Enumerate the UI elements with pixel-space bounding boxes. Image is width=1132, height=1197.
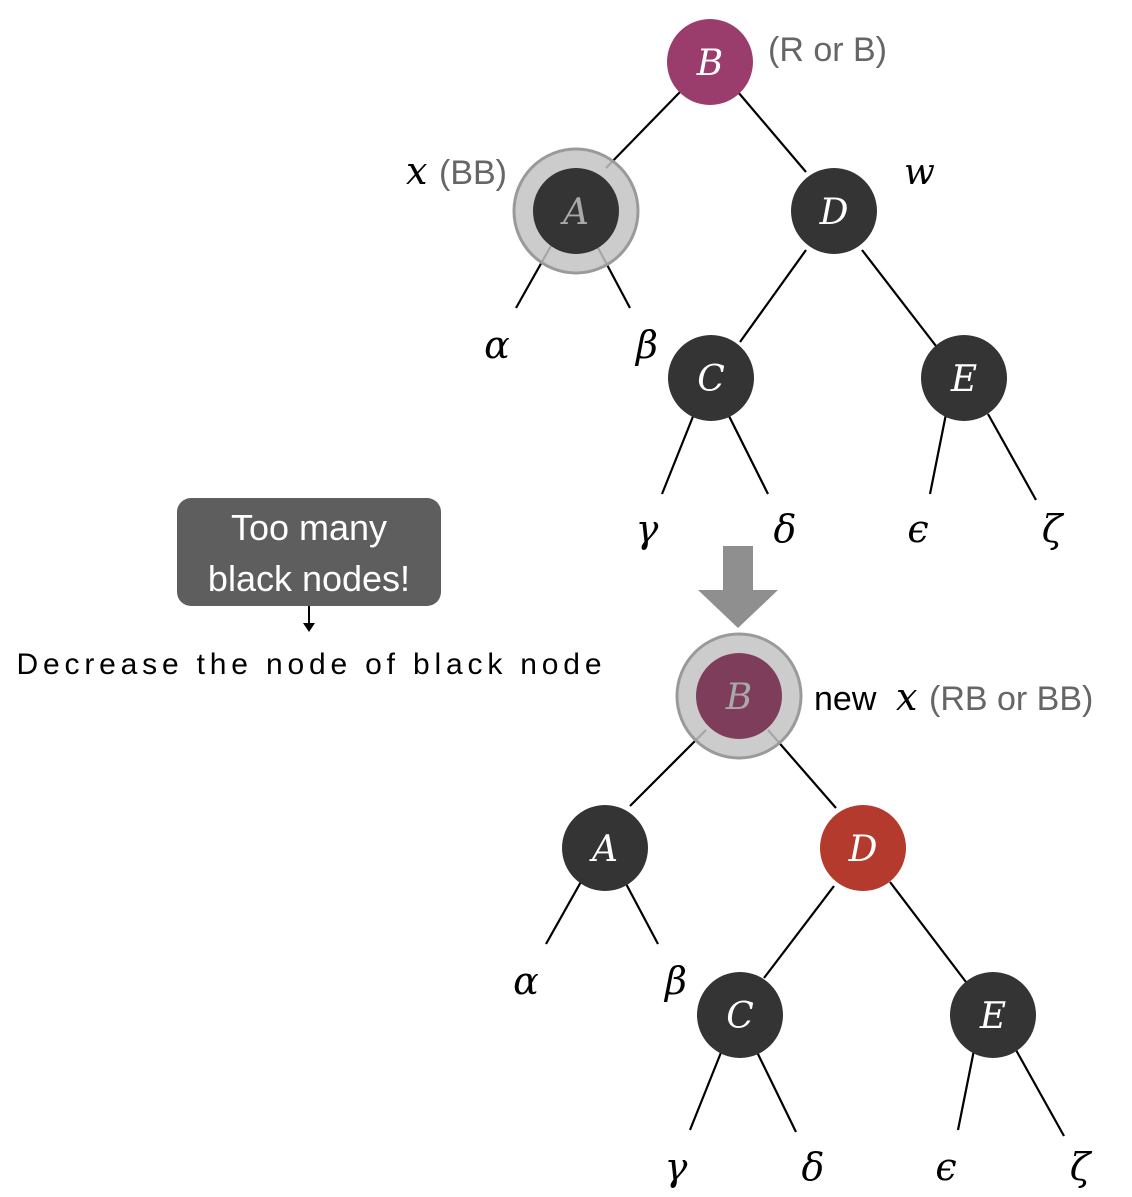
leaf-epsilon: ϵ — [907, 507, 928, 551]
tree-before: B A D C E α β γ δ ϵ ζ (R or B) x (BB) w — [406, 19, 1065, 551]
node-c-circle — [668, 335, 754, 421]
node-b-circle — [696, 653, 782, 739]
node-e-circle — [921, 335, 1007, 421]
node-c-label: C — [697, 359, 725, 400]
leaf-delta: δ — [774, 507, 797, 551]
node-b-circle — [667, 19, 753, 105]
node-a-circle — [533, 168, 619, 254]
new-x-variable: x — [896, 675, 917, 719]
tree-after: B A D C E α β γ δ ϵ ζ new x (RB or BB) — [513, 632, 1093, 1189]
edge-b-d — [737, 91, 807, 173]
edge-d-c — [739, 249, 807, 343]
node-a-after: A — [562, 805, 648, 891]
node-b-label: B — [696, 43, 723, 84]
node-e-before: E — [921, 335, 1007, 421]
leaf-gamma: γ — [636, 507, 659, 551]
edge-d-e-after — [889, 881, 967, 983]
root-color-note: (R or B) — [768, 31, 887, 69]
leaf-zeta: ζ — [1042, 507, 1065, 551]
edge-a-beta-after — [623, 879, 659, 945]
callout-line-1: Too many — [231, 507, 387, 548]
edge-d-e — [861, 249, 937, 347]
node-d-before: D — [791, 168, 877, 254]
edge-b-a — [605, 91, 681, 169]
leaf-beta: β — [663, 959, 687, 1003]
node-d-after: D — [820, 805, 906, 891]
down-arrow-icon — [698, 546, 778, 628]
node-a-circle — [562, 805, 648, 891]
node-b-before: B — [667, 19, 753, 105]
new-x-word: new — [814, 680, 877, 718]
node-c-label: C — [726, 996, 754, 1037]
leaf-beta: β — [634, 323, 658, 367]
node-a-label: A — [560, 192, 589, 233]
node-d-label: D — [848, 829, 878, 870]
leaf-alpha: α — [513, 959, 539, 1003]
node-c-circle — [697, 972, 783, 1058]
new-x-note: (RB or BB) — [929, 680, 1093, 718]
node-c-after: C — [697, 972, 783, 1058]
node-b-after: B — [696, 653, 782, 739]
node-c-before: C — [668, 335, 754, 421]
edge-b-a-after — [629, 729, 707, 807]
node-b-label: B — [725, 677, 752, 718]
leaf-zeta: ζ — [1070, 1145, 1093, 1189]
edge-c-gamma — [660, 413, 696, 495]
edge-d-c-after — [763, 885, 835, 979]
edge-c-delta-after — [755, 1049, 797, 1133]
double-black-note: (BB) — [439, 154, 507, 192]
callout-box — [177, 498, 441, 606]
leaf-epsilon: ϵ — [935, 1145, 956, 1189]
node-a-before: A — [533, 168, 619, 254]
edge-c-gamma-after — [688, 1049, 724, 1131]
leaf-delta: δ — [802, 1145, 825, 1189]
callout-pointer-head — [303, 623, 315, 632]
edge-e-epsilon — [928, 413, 948, 495]
node-e-after: E — [950, 972, 1036, 1058]
node-d-label: D — [819, 192, 849, 233]
w-variable-label: w — [904, 152, 935, 193]
edge-e-zeta-after — [1015, 1049, 1065, 1137]
callout: Too many black nodes! Decrease the node … — [17, 498, 602, 681]
callout-line-2: black nodes! — [208, 558, 410, 599]
edge-a-alpha-after — [545, 879, 583, 945]
edge-c-delta — [727, 413, 769, 495]
node-d-circle — [820, 805, 906, 891]
node-e-label: E — [979, 996, 1006, 1037]
leaf-gamma: γ — [665, 1145, 688, 1189]
node-a-label: A — [589, 829, 618, 870]
edge-e-zeta — [987, 413, 1037, 501]
node-d-circle — [791, 168, 877, 254]
x-variable-label: x — [406, 149, 427, 193]
node-e-label: E — [950, 359, 977, 400]
edge-e-epsilon-after — [956, 1049, 976, 1131]
node-e-circle — [950, 972, 1036, 1058]
leaf-alpha: α — [484, 323, 510, 367]
callout-caption: Decrease the node of black node — [17, 648, 602, 681]
